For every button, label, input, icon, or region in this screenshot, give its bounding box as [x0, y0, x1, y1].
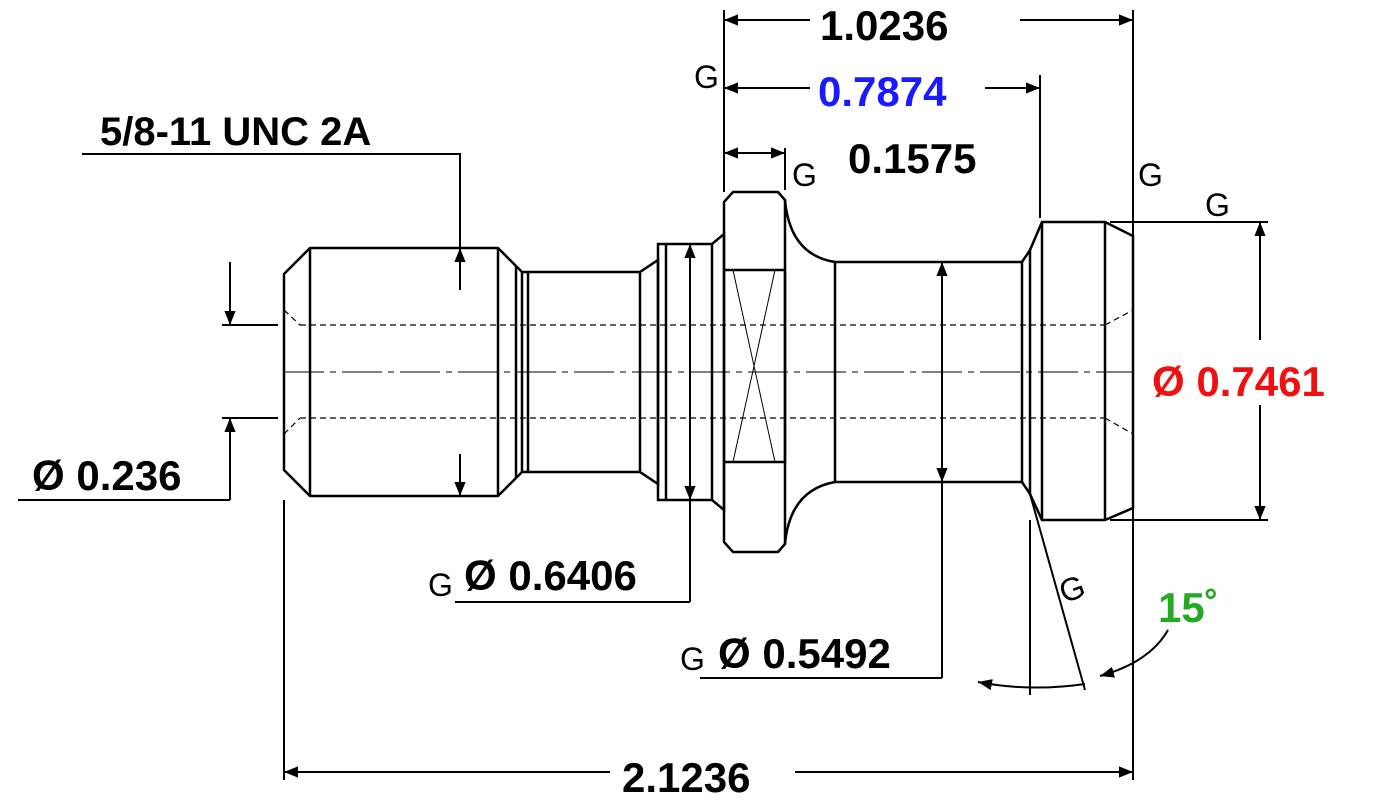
- grade-mark: G: [680, 641, 705, 677]
- head-section: [1028, 220, 1135, 522]
- grade-mark: G: [792, 157, 817, 193]
- dim-overall-length: 2.1236: [622, 754, 750, 800]
- part-outline: [282, 190, 1135, 554]
- dim-length-2: 0.7874: [818, 68, 947, 115]
- grade-mark: G: [428, 567, 453, 603]
- dimension-lines: [18, 10, 1268, 780]
- dim-angle: 15˚: [1158, 584, 1219, 631]
- grade-mark: G: [694, 59, 719, 95]
- fillet-top: [783, 199, 836, 264]
- grade-mark: G: [1054, 568, 1090, 610]
- dim-length-3: 0.1575: [848, 135, 976, 182]
- dim-head-dia: Ø 0.7461: [1152, 358, 1325, 405]
- hidden-bore-lines: [283, 309, 1134, 435]
- dim-collar-dia: Ø 0.6406: [464, 552, 637, 599]
- grade-mark: G: [1138, 157, 1163, 193]
- grade-mark: G: [1205, 187, 1230, 223]
- thread-callout-label: 5/8-11 UNC 2A: [100, 110, 371, 154]
- fillet-bottom: [783, 480, 836, 545]
- dim-bore-dia: Ø 0.236: [32, 452, 181, 499]
- dim-shank-dia: Ø 0.5492: [718, 630, 891, 677]
- dim-length-1: 1.0236: [820, 2, 948, 49]
- hex-flange: [722, 190, 787, 554]
